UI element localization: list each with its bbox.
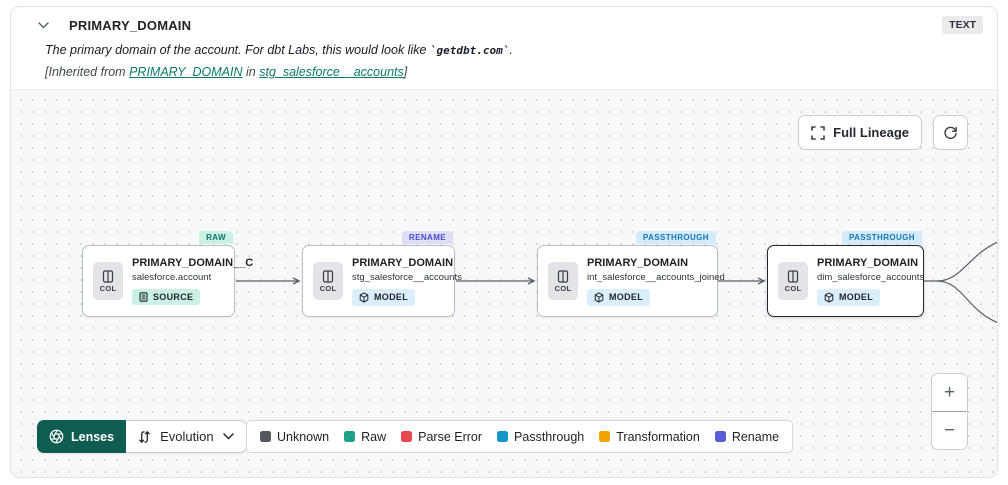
resource-type-badge: MODEL	[587, 288, 650, 306]
node-column-name: PRIMARY_DOMAIN__C	[132, 257, 254, 269]
node-column-name: PRIMARY_DOMAIN	[587, 256, 689, 269]
legend-swatch	[497, 431, 509, 442]
column-lineage-panel: PRIMARY_DOMAIN TEXT The primary domain o…	[10, 6, 998, 478]
evolution-tag: RAW	[199, 231, 233, 244]
column-header: PRIMARY_DOMAIN TEXT The primary domain o…	[11, 7, 997, 89]
collapse-chevron-icon[interactable]	[35, 17, 51, 33]
evolution-tag: RENAME	[401, 231, 453, 244]
evolution-icon	[139, 430, 150, 443]
legend-item: Transformation	[599, 430, 700, 444]
column-icon	[322, 269, 334, 283]
lineage-canvas[interactable]: Full Lineage RAW COL PRIMARY_DOMAIN__C s…	[11, 89, 997, 477]
legend-item: Rename	[714, 430, 779, 444]
node-model-name: dim_salesforce_accounts	[817, 271, 925, 283]
node-column-name: PRIMARY_DOMAIN	[817, 256, 919, 269]
inherited-column-link[interactable]: PRIMARY_DOMAIN	[129, 65, 243, 79]
zoom-out-button[interactable]: −	[932, 412, 967, 449]
column-icon	[557, 269, 569, 283]
zoom-in-button[interactable]: +	[932, 374, 967, 412]
column-description: The primary domain of the account. For d…	[45, 43, 513, 57]
legend-swatch	[260, 431, 271, 442]
inline-code: `getdbt.com`	[429, 44, 510, 57]
node-model-name: int_salesforce__accounts_joined	[587, 271, 725, 283]
lenses-button[interactable]: Lenses	[37, 420, 127, 453]
legend-item: Unknown	[260, 430, 329, 444]
column-icon	[787, 269, 799, 283]
resource-type-badge: MODEL	[817, 288, 880, 306]
lens-dropdown[interactable]: Evolution	[126, 420, 247, 453]
column-badge: COL	[548, 262, 578, 300]
full-lineage-button[interactable]: Full Lineage	[798, 115, 922, 150]
zoom-controls: + −	[931, 373, 968, 450]
column-icon	[102, 269, 114, 283]
node-model-name: stg_salesforce__accounts	[352, 271, 462, 283]
column-type-badge: TEXT	[942, 16, 983, 34]
node-model-name: salesforce.account	[132, 272, 212, 283]
legend-item: Passthrough	[497, 430, 584, 444]
model-icon	[594, 291, 604, 303]
lineage-node-int-salesforce-accounts-joined[interactable]: PASSTHROUGH COL PRIMARY_DOMAIN int_sales…	[537, 231, 725, 317]
refresh-button[interactable]	[933, 115, 968, 150]
legend-swatch	[714, 431, 726, 442]
inherited-from-note: [Inherited from PRIMARY_DOMAIN in stg_sa…	[45, 65, 408, 79]
lens-selected-value: Evolution	[160, 429, 214, 444]
lineage-node-stg-salesforce-accounts[interactable]: RENAME COL PRIMARY_DOMAIN stg_salesforce…	[302, 231, 462, 317]
evolution-tag: PASSTHROUGH	[841, 231, 922, 244]
fullscreen-icon	[811, 125, 825, 140]
column-title: PRIMARY_DOMAIN	[69, 17, 192, 33]
aperture-icon	[49, 429, 64, 444]
column-badge: COL	[778, 262, 808, 300]
column-badge: COL	[313, 262, 343, 300]
node-column-name: PRIMARY_DOMAIN	[352, 256, 454, 269]
refresh-icon	[943, 125, 958, 140]
inherited-model-link[interactable]: stg_salesforce__accounts	[259, 65, 404, 79]
lineage-node-dim-salesforce-accounts[interactable]: PASSTHROUGH COL PRIMARY_DOMAIN dim_sales…	[767, 231, 925, 317]
evolution-tag: PASSTHROUGH	[635, 231, 716, 244]
source-icon	[139, 292, 148, 302]
legend-swatch	[599, 431, 611, 442]
legend-swatch	[344, 431, 356, 442]
model-icon	[359, 291, 369, 303]
legend-item: Parse Error	[401, 430, 482, 444]
lenses-label: Lenses	[71, 429, 115, 444]
lenses-control: Lenses Evolution	[37, 420, 247, 453]
column-badge: COL	[93, 262, 123, 300]
model-icon	[824, 291, 834, 303]
full-lineage-label: Full Lineage	[833, 125, 909, 140]
evolution-legend: Unknown Raw Parse Error Passthrough Tran…	[246, 420, 794, 453]
legend-item: Raw	[344, 430, 386, 444]
legend-swatch	[401, 431, 413, 442]
chevron-down-icon	[222, 433, 234, 440]
resource-type-badge: SOURCE	[132, 289, 201, 305]
lineage-node-salesforce-account[interactable]: RAW COL PRIMARY_DOMAIN__C salesforce.acc…	[82, 231, 253, 317]
resource-type-badge: MODEL	[352, 288, 415, 306]
